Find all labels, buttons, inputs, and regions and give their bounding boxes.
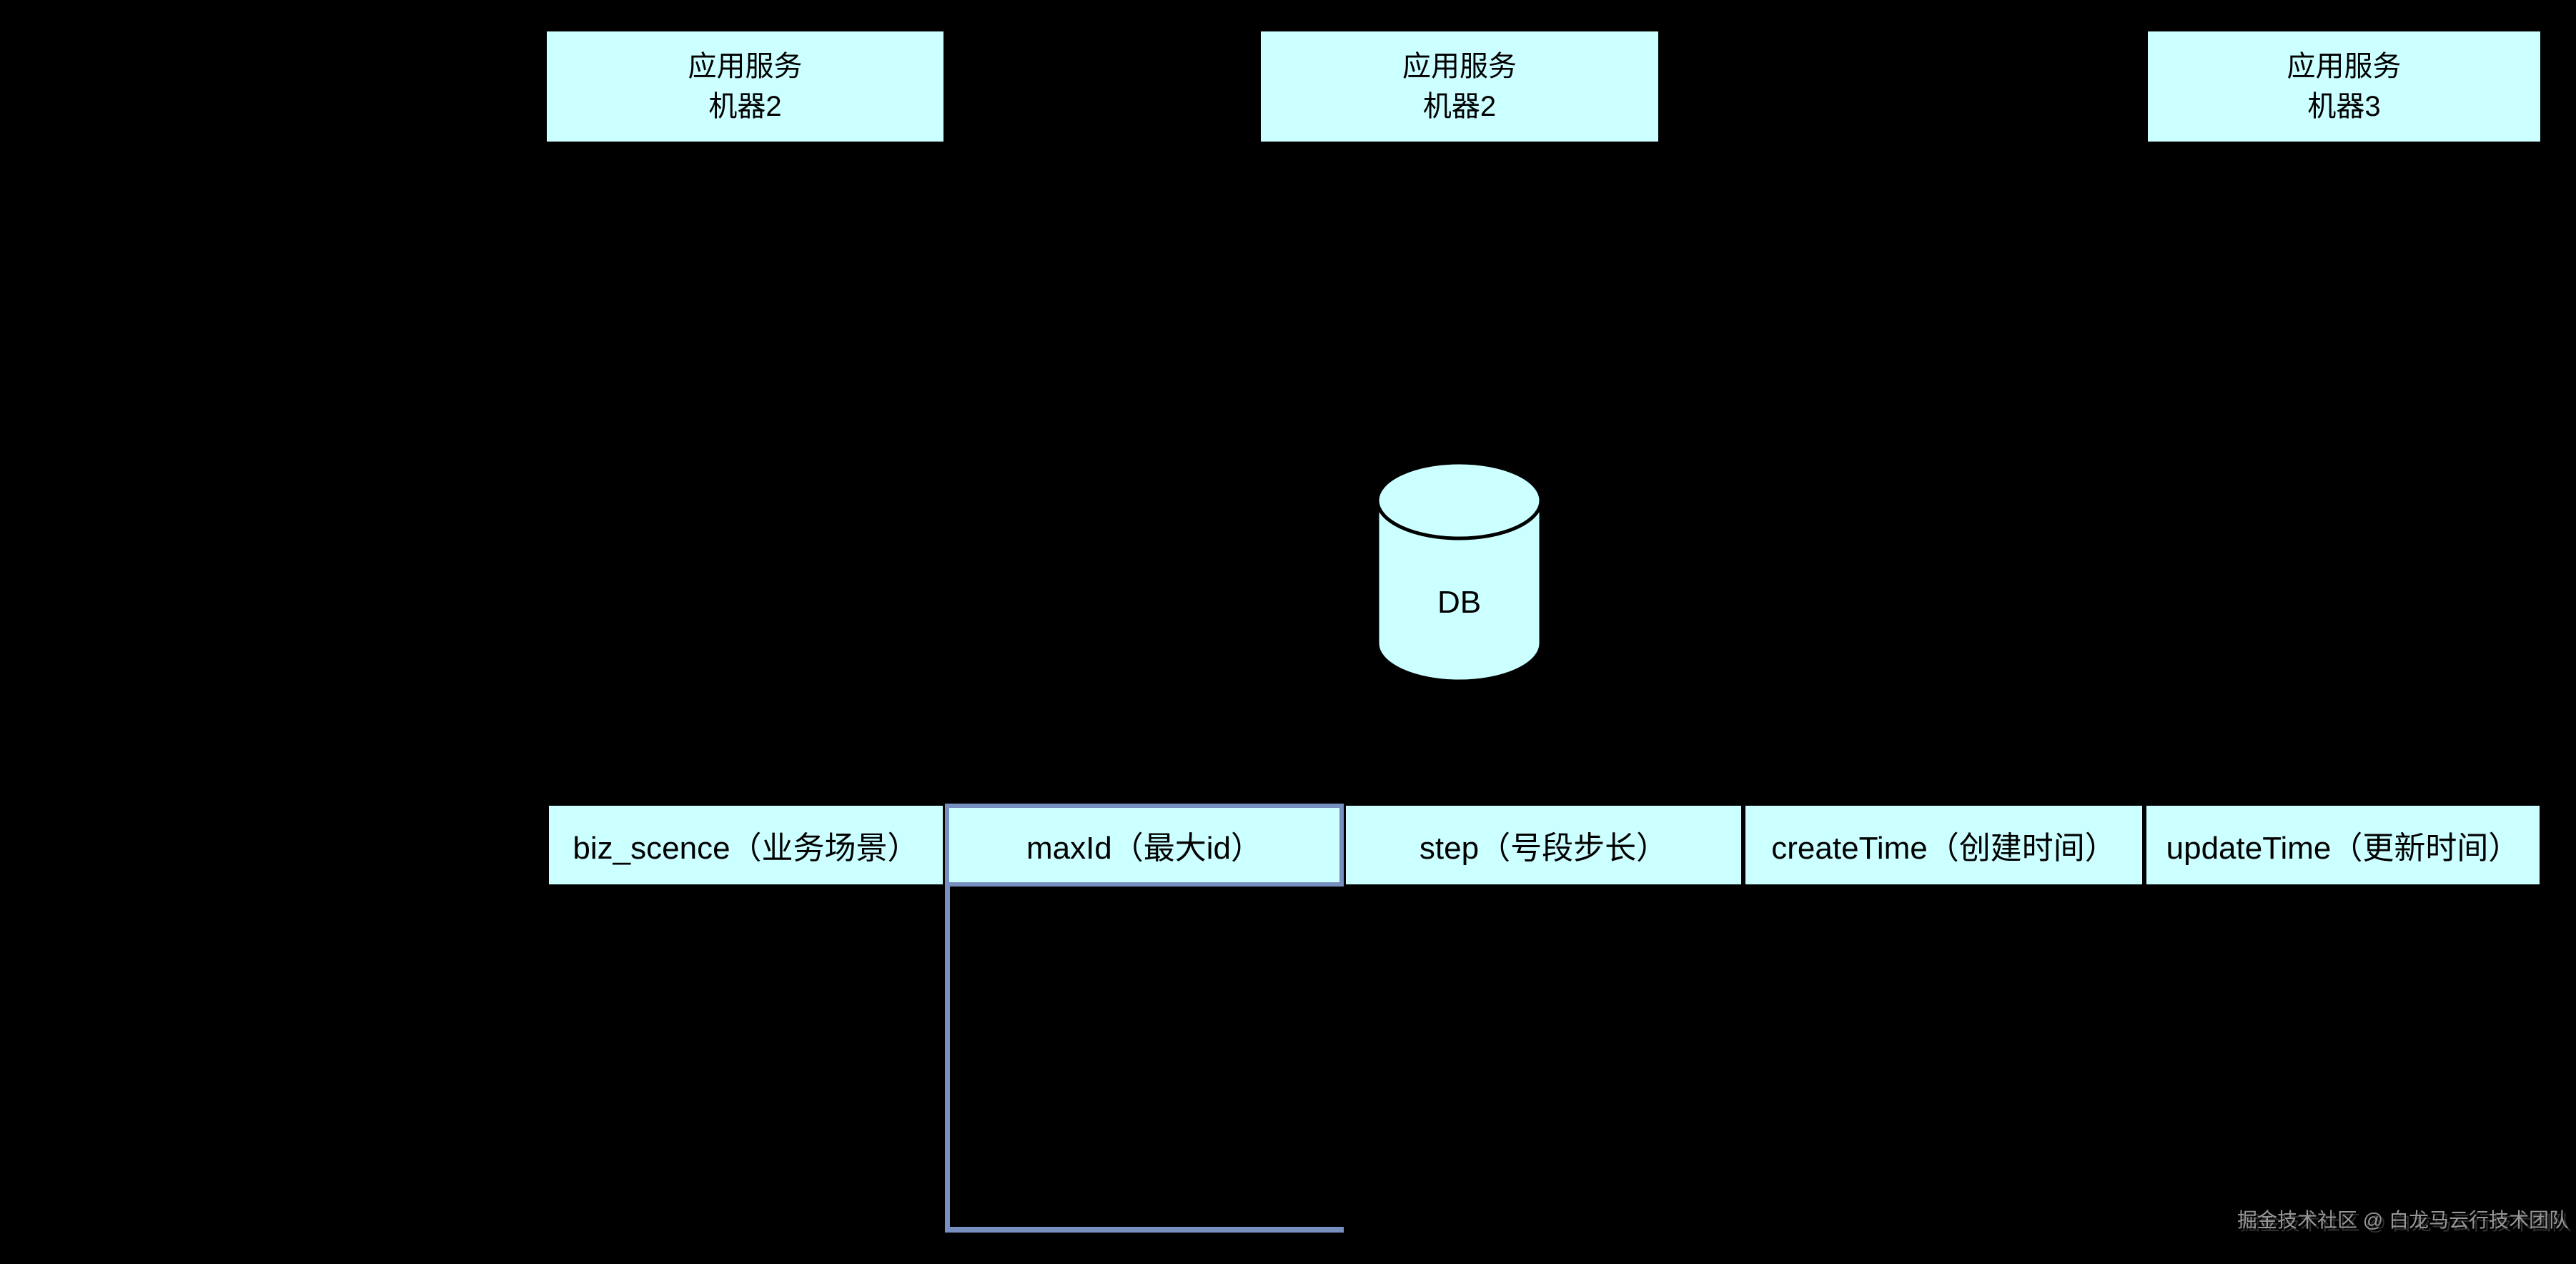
app-server-box-3: 应用服务 机器3 — [2148, 31, 2540, 142]
segment-table-row: biz_scence（业务场景） maxId（最大id） step（号段步长） … — [547, 804, 2542, 887]
table-cell-biz-scence: biz_scence（业务场景） — [547, 804, 945, 887]
table-cell-maxid: maxId（最大id） — [945, 804, 1344, 887]
db-cylinder: DB — [1374, 460, 1544, 684]
table-cell-updatetime: updateTime（更新时间） — [2144, 804, 2542, 887]
app-server-box-1: 应用服务 机器2 — [547, 31, 943, 142]
table-cell-createtime: createTime（创建时间） — [1743, 804, 2144, 887]
table-cell-step: step（号段步长） — [1344, 804, 1743, 887]
database-cylinder-icon — [1375, 460, 1543, 683]
app-server-box-2: 应用服务 机器2 — [1261, 31, 1658, 142]
maxid-highlight-outline — [945, 887, 1344, 1233]
db-label: DB — [1437, 585, 1482, 620]
watermark: 掘金技术社区 @ 白龙马云行技术团队 — [2237, 1209, 2569, 1231]
